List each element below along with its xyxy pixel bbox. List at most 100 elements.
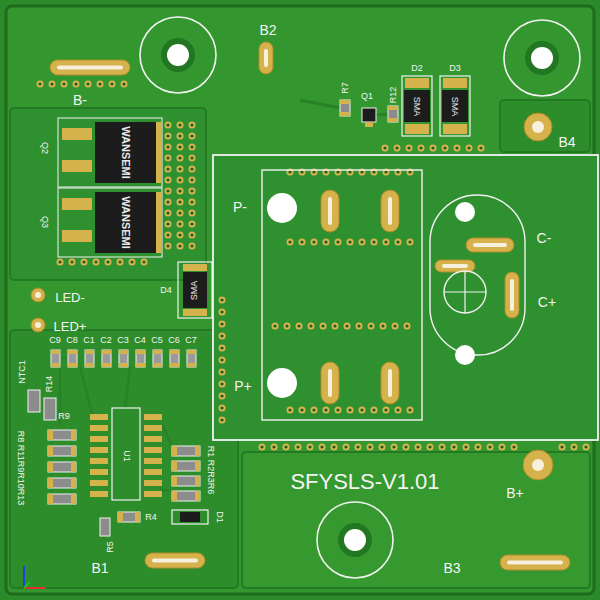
resistor-symbol [100, 518, 110, 536]
via [177, 122, 184, 129]
mount-hole-small [455, 202, 475, 222]
resistor-symbol [44, 398, 56, 420]
axis-z [24, 582, 30, 588]
via [383, 407, 390, 414]
via [415, 444, 422, 451]
mounting-hole-keepout [504, 20, 580, 96]
diode-outline [178, 262, 212, 318]
pad-hole [532, 459, 544, 471]
via-hole [220, 358, 223, 361]
via-hole [344, 445, 347, 448]
diode-pad [443, 78, 467, 88]
via [177, 199, 184, 206]
slot-hole [507, 561, 563, 565]
capacitor-symbol [153, 350, 162, 367]
resistor-pad [340, 112, 350, 116]
silkscreen-label: D3 [449, 64, 461, 73]
ic-pin [90, 458, 108, 464]
via [165, 166, 172, 173]
silkscreen-label: B4 [558, 135, 575, 149]
silkscreen-label: B2 [259, 23, 276, 37]
via [165, 210, 172, 217]
via-hole [308, 445, 311, 448]
round-pad [523, 450, 553, 480]
via-hole [178, 222, 181, 225]
via-hole [300, 240, 303, 243]
part-marking: SMA [450, 96, 459, 116]
copper-pour [213, 155, 598, 440]
via-hole [384, 240, 387, 243]
mosfet-body: WANSEMI [95, 122, 156, 183]
via-hole [220, 322, 223, 325]
silkscreen-label: U1 [122, 450, 131, 462]
via [177, 243, 184, 250]
drain-tab [156, 122, 162, 183]
silkscreen-label: B- [73, 93, 87, 107]
via [478, 145, 485, 152]
via [463, 444, 470, 451]
via [307, 444, 314, 451]
via-hole [336, 408, 339, 411]
resistor-pad [71, 478, 76, 488]
via-hole [178, 145, 181, 148]
resistor-symbol [48, 446, 76, 456]
via [332, 323, 339, 330]
capacitor-pad [85, 363, 94, 367]
via [499, 444, 506, 451]
capacitor-pad [170, 363, 179, 367]
resistor-symbol [172, 476, 200, 486]
via-hole [404, 445, 407, 448]
slot-hole [328, 369, 332, 397]
ic-pin [90, 491, 108, 497]
ic-pin [90, 447, 108, 453]
via [177, 188, 184, 195]
via [37, 81, 44, 88]
via-hole [166, 156, 169, 159]
via-hole [166, 123, 169, 126]
source-pad [62, 160, 92, 172]
capacitor-symbol [170, 350, 179, 367]
via-hole [220, 334, 223, 337]
slot-hole [388, 197, 392, 225]
via [284, 323, 291, 330]
silkscreen-label: D4 [160, 286, 172, 295]
via-hole [74, 82, 77, 85]
diode-outline [402, 76, 432, 136]
resistor-pad [48, 478, 53, 488]
resistor-pad [71, 462, 76, 472]
via-hole [130, 260, 133, 263]
drain-tab [156, 192, 162, 253]
resistor-symbol [172, 461, 200, 471]
via [189, 210, 196, 217]
resistor-pad [135, 512, 140, 522]
via [271, 444, 278, 451]
via-hole [431, 146, 434, 149]
via-hole [288, 240, 291, 243]
via [219, 333, 226, 340]
capacitor-symbol [119, 350, 128, 367]
ic-outline [112, 408, 140, 500]
via-hole [348, 240, 351, 243]
via-hole [190, 244, 193, 247]
resistor-symbol [48, 462, 76, 472]
resistor-pad [71, 430, 76, 440]
via [442, 145, 449, 152]
slot-hole [328, 197, 332, 225]
via [189, 144, 196, 151]
resistor-symbol [388, 106, 398, 122]
via [189, 221, 196, 228]
via-hole [142, 260, 145, 263]
via [219, 405, 226, 412]
via-hole [372, 240, 375, 243]
via-hole [572, 445, 575, 448]
via [371, 239, 378, 246]
via [335, 407, 342, 414]
via-hole [220, 394, 223, 397]
resistor-pad [71, 446, 76, 456]
axis-y [23, 566, 25, 588]
source-pad [62, 230, 92, 242]
silkscreen-label: C+ [538, 295, 556, 309]
via-hole [166, 189, 169, 192]
silkscreen-label: R12 [389, 87, 398, 104]
